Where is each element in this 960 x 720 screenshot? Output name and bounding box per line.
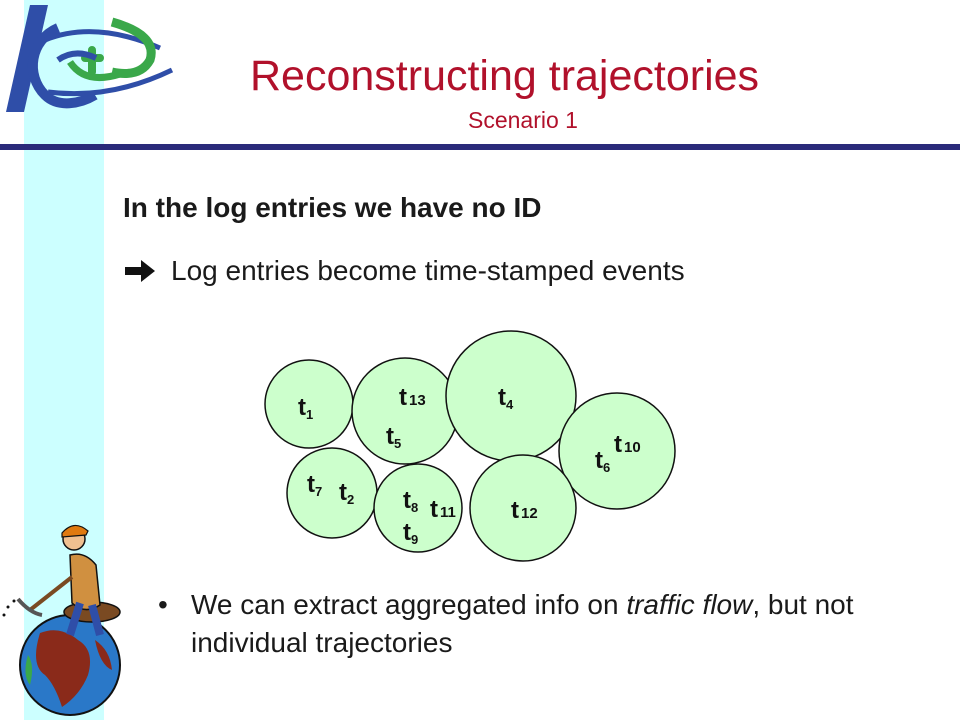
event-circle-4 (558, 392, 676, 510)
bullet-text: We can extract aggregated info on traffi… (191, 586, 960, 662)
kdd-logo (6, 5, 174, 112)
bullet-text-part-1: We can extract aggregated info on (191, 589, 627, 620)
event-label-sub: 13 (409, 392, 426, 409)
miner-illustration (2, 524, 121, 716)
right-arrow-icon (125, 260, 155, 282)
event-label-sub: 8 (411, 500, 418, 515)
event-label-sub: 11 (440, 504, 456, 521)
event-label-sub: 5 (394, 436, 401, 451)
event-label-sub: 2 (347, 492, 354, 507)
bullet-text-emphasis: traffic flow (626, 589, 753, 620)
event-label-sub: 7 (315, 484, 322, 499)
event-label-sub: 12 (521, 505, 538, 522)
event-circle-3 (445, 330, 577, 462)
event-label-sub: 6 (603, 460, 610, 475)
event-label-sub: 9 (411, 532, 418, 547)
bullet-marker: • (158, 589, 168, 620)
event-circle-7 (469, 454, 577, 562)
event-label-sub: 4 (506, 397, 514, 412)
arrow-statement-text: Log entries become time-stamped events (171, 255, 685, 286)
event-circle-6 (373, 463, 463, 553)
slide-subtitle: Scenario 1 (468, 107, 578, 133)
event-label-sub: 1 (306, 407, 313, 422)
arrow-statement: Log entries become time-stamped events (123, 255, 903, 287)
event-label-sub: 10 (624, 439, 641, 456)
event-circle-5 (286, 447, 378, 539)
slide-heading: In the log entries we have no ID (123, 192, 542, 223)
title-divider (0, 144, 960, 150)
slide-title: Reconstructing trajectories (250, 52, 760, 100)
bullet-text-part-3: , but not individual trajectories (191, 589, 854, 658)
event-circle-2 (351, 357, 459, 465)
event-circle-1 (264, 359, 354, 449)
